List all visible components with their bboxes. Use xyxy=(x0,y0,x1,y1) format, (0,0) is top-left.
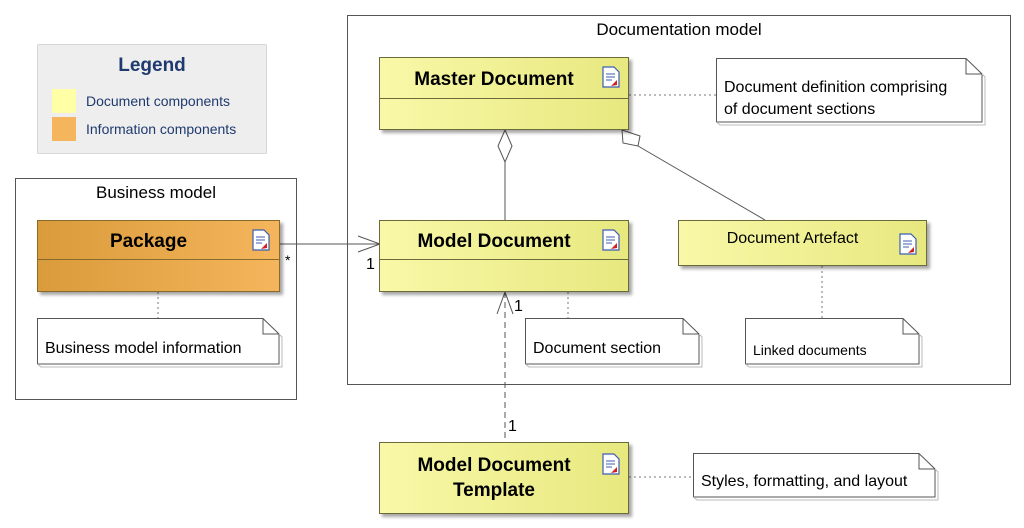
template-dependency-arrow xyxy=(496,290,514,315)
business-model-title: Business model xyxy=(95,183,216,202)
note-model-document-text: Document section xyxy=(533,340,662,357)
legend-label-information: Information components xyxy=(86,121,237,137)
legend-item-document-components: Document components xyxy=(52,89,230,113)
master-document-class[interactable]: Master Document xyxy=(379,57,629,130)
package-name: Package xyxy=(109,231,188,252)
document-artefact-class[interactable]: Document Artefact xyxy=(678,220,927,266)
template-name-line2: Template xyxy=(452,480,535,501)
note-template: Styles, formatting, and layout xyxy=(693,453,939,501)
document-icon xyxy=(899,233,917,255)
model-document-name: Model Document xyxy=(417,231,571,252)
multiplicity-package-source: * xyxy=(285,252,291,268)
note-model-document: Document section xyxy=(525,318,703,368)
model-document-class[interactable]: Model Document xyxy=(379,220,629,292)
documentation-model-title: Documentation model xyxy=(596,20,762,39)
master-document-separator xyxy=(380,98,628,99)
document-icon xyxy=(602,453,620,475)
legend-item-information-components: Information components xyxy=(52,117,236,141)
note-document-artefact: Linked documents xyxy=(745,318,923,368)
model-document-template-class[interactable]: Model Document Template xyxy=(379,442,629,514)
legend: Legend Document components Information c… xyxy=(37,44,267,154)
legend-title: Legend xyxy=(118,55,186,76)
note-template-text: Styles, formatting, and layout xyxy=(701,473,908,490)
legend-swatch-document xyxy=(52,89,76,113)
master-artefact-aggregation-line xyxy=(637,145,766,221)
master-artefact-aggregation-diamond xyxy=(621,129,641,147)
model-document-separator xyxy=(380,259,628,260)
document-icon xyxy=(602,66,620,88)
note-master-document-line1: Document definition comprising xyxy=(724,79,948,96)
package-class[interactable]: Package xyxy=(37,220,280,292)
document-artefact-name: Document Artefact xyxy=(726,230,859,247)
legend-swatch-information xyxy=(52,117,76,141)
note-document-artefact-text: Linked documents xyxy=(753,342,867,358)
multiplicity-model-document-target: 1 xyxy=(366,256,375,273)
master-document-name: Master Document xyxy=(414,69,574,90)
note-package-text: Business model information xyxy=(45,340,242,357)
document-icon xyxy=(252,229,270,251)
legend-label-document: Document components xyxy=(86,93,230,109)
package-separator xyxy=(38,259,279,260)
note-package: Business model information xyxy=(37,318,283,368)
multiplicity-template-source: 1 xyxy=(508,418,517,435)
note-master-document: Document definition comprising of docume… xyxy=(716,58,986,126)
template-name-line1: Model Document xyxy=(417,455,571,476)
master-model-aggregation-diamond xyxy=(497,128,513,164)
note-master-document-line2: of document sections xyxy=(724,101,876,118)
document-icon xyxy=(602,229,620,251)
multiplicity-template-target: 1 xyxy=(514,298,523,315)
